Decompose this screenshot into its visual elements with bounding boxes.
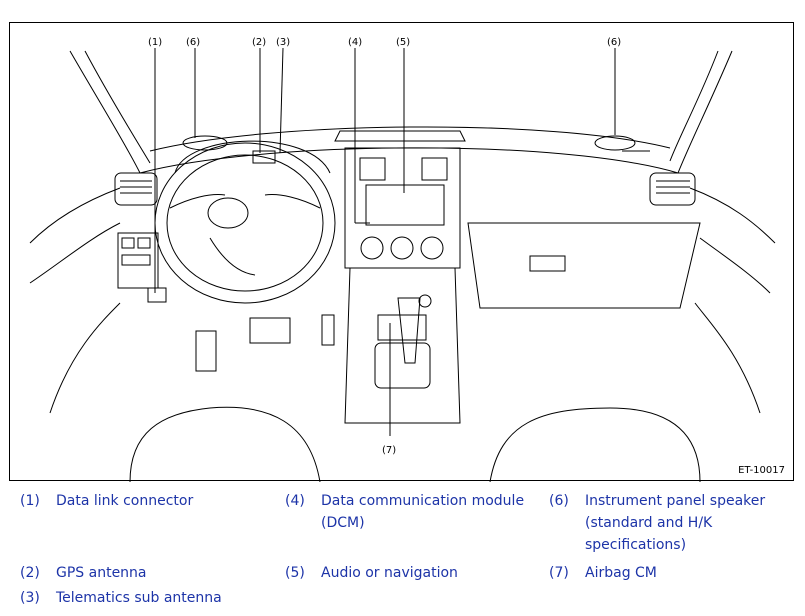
passenger-seat: [489, 407, 701, 482]
airbag-cm-area: [377, 314, 427, 341]
legend-text: Data link connector: [56, 493, 194, 509]
legend-text: Data communication module (DCM): [321, 490, 551, 534]
callout-6-right: (6): [607, 37, 621, 48]
center-console: [344, 267, 461, 424]
pedal-left: [195, 330, 217, 372]
left-air-vent: [114, 172, 158, 206]
audio-navigation-unit: [365, 184, 445, 226]
callout-7: (7): [382, 445, 396, 456]
data-link-connector: [147, 287, 167, 303]
callout-3: (3): [276, 37, 290, 48]
shift-boot: [374, 342, 431, 389]
callout-4: (4): [348, 37, 362, 48]
pedal-right: [321, 314, 335, 346]
pedal-center: [249, 317, 291, 344]
center-stack: [344, 147, 461, 269]
legend-text: Airbag CM: [585, 565, 657, 581]
legend-number: (6): [549, 493, 569, 509]
left-switch-panel: [117, 232, 159, 289]
gps-antenna-unit: [252, 150, 276, 164]
center-vent-right: [421, 157, 448, 181]
dashboard-line-drawing: (1) (6) (2) (3) (4) (5) (6) (7): [29, 37, 776, 482]
figure-id: ET-10017: [738, 465, 785, 476]
left-a-pillar: [69, 50, 141, 174]
callout-2: (2): [252, 37, 266, 48]
legend-text-line: Data communication module: [321, 493, 525, 509]
callout-5: (5): [396, 37, 410, 48]
legend-text: GPS antenna: [56, 565, 147, 581]
right-a-pillar: [677, 50, 733, 174]
legend-number: (2): [20, 565, 40, 581]
glove-box-handle: [529, 255, 566, 272]
steering-hub-logo: [207, 197, 249, 229]
legend-text: Audio or navigation: [321, 565, 458, 581]
right-speaker-grille: [594, 135, 636, 151]
callout-1: (1): [148, 37, 162, 48]
legend: (1) Data link connector (2) GPS antenna …: [0, 490, 805, 616]
dashboard-top: [149, 126, 671, 152]
right-air-vent: [649, 172, 696, 206]
glove-box: [467, 222, 701, 309]
shift-lever: [397, 297, 421, 364]
climate-knob-left: [360, 236, 384, 260]
legend-text-line: specifications): [585, 537, 687, 553]
callout-6-left: (6): [186, 37, 200, 48]
legend-number: (1): [20, 493, 40, 509]
legend-number: (7): [549, 565, 569, 581]
driver-seat: [129, 406, 321, 482]
left-speaker-grille: [182, 135, 228, 151]
legend-number: (4): [285, 493, 305, 509]
legend-text-line: (DCM): [321, 515, 365, 531]
center-display-hood: [334, 130, 466, 142]
legend-number: (3): [20, 590, 40, 606]
legend-text-line: (standard and H/K: [585, 515, 713, 531]
legend-text: Instrument panel speaker (standard and H…: [585, 490, 800, 556]
climate-knob-center: [390, 236, 414, 260]
climate-knob-right: [420, 236, 444, 260]
callout-leader-lines: [154, 47, 616, 436]
dashboard-illustration: (1) (6) (2) (3) (4) (5) (6) (7) ET-10017: [9, 22, 794, 482]
legend-number: (5): [285, 565, 305, 581]
legend-text: Telematics sub antenna: [56, 590, 222, 606]
instrument-cluster: [174, 140, 331, 174]
center-vent-left: [359, 157, 386, 181]
steering-wheel: [154, 142, 336, 304]
legend-text-line: Instrument panel speaker: [585, 493, 766, 509]
